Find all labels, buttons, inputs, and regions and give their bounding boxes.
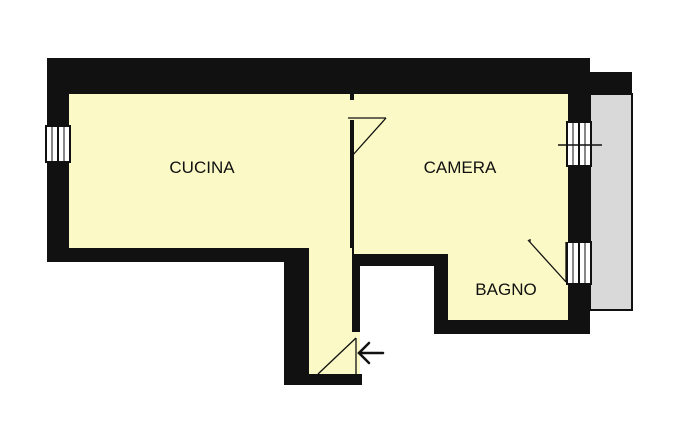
bathroom-label: BAGNO (475, 280, 536, 299)
kitchen-label: CUCINA (169, 158, 235, 177)
bathroom-door (527, 236, 568, 283)
kitchen-corridor-floor (309, 94, 350, 259)
doors (317, 100, 568, 379)
bathroom-floor (448, 242, 568, 320)
bedroom-label: CAMERA (424, 158, 497, 177)
windows (45, 121, 602, 285)
corridor-floor (309, 248, 352, 374)
bedroom-floor (354, 94, 568, 254)
kitchen-floor (69, 94, 350, 248)
kitchen-window (45, 125, 71, 163)
bedroom-window (558, 121, 602, 167)
entrance-door (317, 332, 360, 379)
floors (69, 94, 568, 374)
balcony (588, 72, 633, 311)
bathroom-window (566, 241, 592, 285)
entrance-arrow-icon (357, 341, 385, 365)
kitchen-bedroom-door (348, 100, 387, 157)
